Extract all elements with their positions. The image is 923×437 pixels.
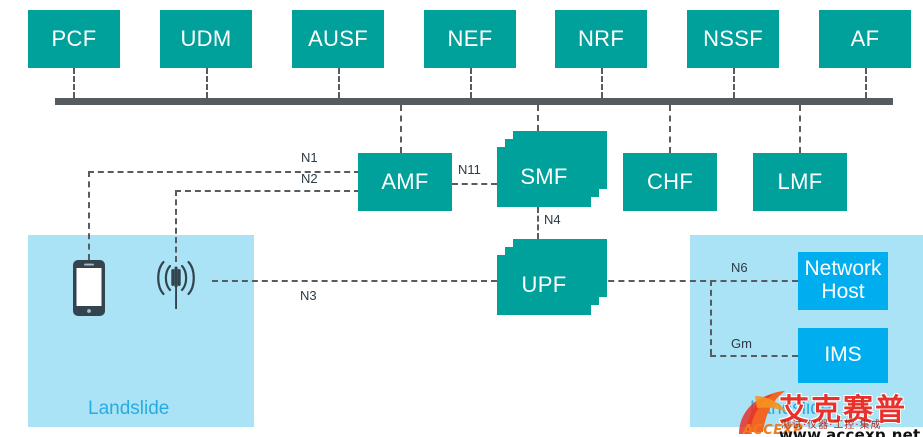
- connector-n11: [452, 183, 497, 185]
- landslide-label-right: Landslide: [750, 398, 832, 419]
- landslide-label-left: Landslide: [88, 398, 170, 419]
- nf-label-pcf: PCF: [51, 26, 97, 51]
- nf-label-lmf: LMF: [777, 169, 823, 194]
- connector-af-bus: [865, 68, 867, 98]
- nf-label-nssf: NSSF: [703, 26, 763, 51]
- nf-box-nssf[interactable]: NSSF: [687, 10, 779, 68]
- interface-label-n3: N3: [300, 288, 317, 303]
- nf-box-chf[interactable]: CHF: [623, 153, 717, 211]
- watermark-url: www.accexp.net: [779, 426, 921, 437]
- endpoint-network-host[interactable]: Network Host: [798, 252, 888, 310]
- connector-gm-horizontal: [710, 355, 798, 357]
- nf-label-smf: SMF: [520, 164, 568, 189]
- connector-pcf-bus: [73, 68, 75, 98]
- nf-label-nef: NEF: [447, 26, 493, 51]
- nf-box-smf[interactable]: SMF: [497, 147, 591, 207]
- connector-bus-lmf: [799, 105, 801, 153]
- connector-nef-bus: [470, 68, 472, 98]
- nf-box-af[interactable]: AF: [819, 10, 911, 68]
- service-based-interface-bus: [55, 98, 893, 105]
- connector-n1-vertical: [88, 171, 90, 260]
- connector-ausf-bus: [338, 68, 340, 98]
- nf-box-udm[interactable]: UDM: [160, 10, 252, 68]
- connector-bus-chf: [669, 105, 671, 153]
- connector-nssf-bus: [733, 68, 735, 98]
- endpoint-ims[interactable]: IMS: [798, 328, 888, 383]
- nf-box-lmf[interactable]: LMF: [753, 153, 847, 211]
- interface-label-n1: N1: [301, 150, 318, 165]
- connector-n1-horizontal: [88, 171, 360, 173]
- connector-nrf-bus: [601, 68, 603, 98]
- interface-label-gm: Gm: [731, 336, 752, 351]
- interface-label-n11: N11: [458, 162, 481, 177]
- connector-udm-bus: [206, 68, 208, 98]
- gnb-antenna-icon: [143, 255, 209, 315]
- nf-box-ausf[interactable]: AUSF: [292, 10, 384, 68]
- landslide-zone-left: [28, 235, 254, 427]
- connector-n2-vertical: [175, 190, 177, 262]
- network-host-line-2: Host: [821, 280, 865, 303]
- network-host-line-1: Network: [804, 257, 882, 281]
- nf-label-af: AF: [850, 26, 880, 51]
- nf-box-nrf[interactable]: NRF: [555, 10, 647, 68]
- nf-box-upf[interactable]: UPF: [497, 255, 591, 315]
- interface-label-n2: N2: [301, 171, 318, 186]
- connector-gm-vertical: [710, 280, 712, 355]
- nf-box-amf[interactable]: AMF: [358, 153, 452, 211]
- nf-label-chf: CHF: [646, 169, 694, 194]
- ue-smartphone-icon: [71, 259, 107, 317]
- connector-n3: [212, 280, 497, 282]
- connector-n4: [537, 207, 539, 239]
- nf-label-udm: UDM: [180, 26, 232, 51]
- nf-label-upf: UPF: [521, 272, 567, 297]
- nf-label-ausf: AUSF: [308, 26, 368, 51]
- interface-label-n4: N4: [544, 212, 561, 227]
- nf-label-nrf: NRF: [577, 26, 625, 51]
- connector-bus-smf: [537, 105, 539, 131]
- nf-box-pcf[interactable]: PCF: [28, 10, 120, 68]
- interface-label-n6: N6: [731, 260, 748, 275]
- nf-label-amf: AMF: [381, 169, 429, 194]
- connector-bus-amf: [400, 105, 402, 153]
- connector-n2-horizontal: [175, 190, 360, 192]
- ims-label: IMS: [824, 343, 862, 367]
- nf-box-nef[interactable]: NEF: [424, 10, 516, 68]
- connector-n6: [598, 280, 798, 282]
